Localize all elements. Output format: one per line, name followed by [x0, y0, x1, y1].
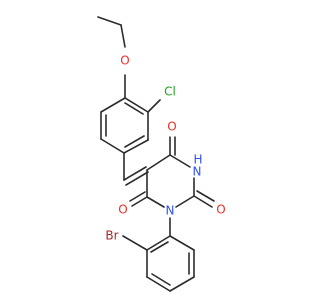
bond-ethyl-ch3 — [97, 16, 122, 26]
bond-n1-c6 — [146, 196, 165, 208]
bond-c2-o — [193, 195, 213, 208]
bond-aryl-cl — [147, 99, 161, 113]
bond-ch-c5-double — [125, 171, 149, 186]
bond-aryl-3 — [100, 138, 125, 154]
bond-aryl-1 — [100, 97, 126, 113]
bond-aryl-6-inner — [124, 102, 144, 115]
bond-ch-c5 — [123, 166, 147, 181]
atom-bromine: Br — [105, 229, 118, 243]
bond-ethyl-ch2-o — [120, 24, 126, 48]
bond-ring2-6 — [169, 235, 195, 251]
atom-chlorine: Cl — [164, 85, 176, 99]
bond-aryl-6 — [124, 97, 149, 113]
bond-ring2-br — [122, 235, 148, 251]
atom-nitrogen-n1: N — [166, 204, 175, 218]
bond-aryl-4 — [123, 139, 149, 154]
bond-ring2-3 — [146, 276, 171, 292]
bond-c2-n1 — [175, 195, 195, 208]
bond-ring2-4 — [169, 276, 195, 292]
bond-c5-c4 — [146, 154, 171, 171]
bond-ring2-3-inner — [151, 273, 171, 286]
atom-nh-h: H — [193, 153, 202, 167]
molecule-structure: O Cl O H N O O N Br — [97, 16, 226, 292]
bond-c6-o-double — [129, 191, 146, 202]
bond-ring2-1 — [146, 235, 171, 251]
bond-c6-o — [131, 196, 148, 207]
atom-oxygen-c6: O — [118, 203, 127, 217]
molecule-canvas: O Cl O H N O O N Br — [97, 16, 226, 292]
atom-oxygen-c2: O — [216, 203, 225, 217]
bond-c4-n3 — [169, 154, 191, 168]
atom-oxygen-c4: O — [167, 120, 176, 134]
bond-aryl-4-inner — [124, 135, 145, 148]
atom-nh-n: N — [193, 165, 202, 179]
bond-ring2-1-inner — [150, 241, 169, 253]
atom-oxygen-ethoxy: O — [120, 54, 129, 68]
bond-c2-o-double — [196, 190, 215, 202]
